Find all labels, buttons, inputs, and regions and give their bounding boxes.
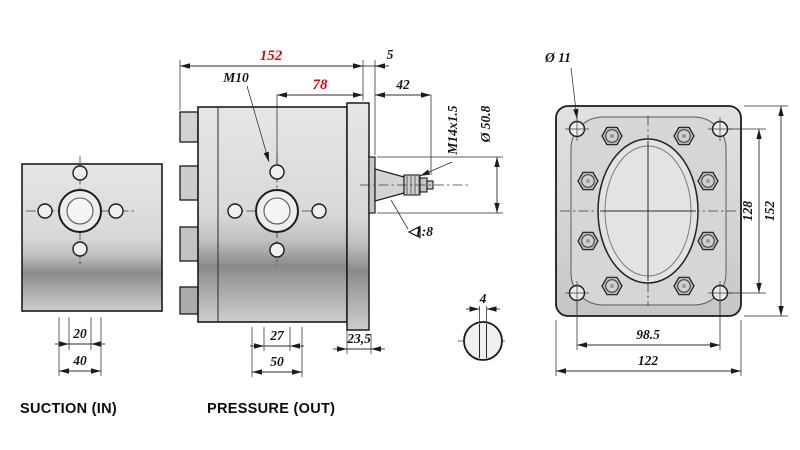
suction-body xyxy=(21,163,163,312)
hex-bolt xyxy=(673,276,695,296)
pressure-view: 152 5 M10 78 42 M14x1.5 xyxy=(179,47,503,417)
pressure-dim-78: 78 xyxy=(276,77,363,164)
hex-bolt xyxy=(577,171,599,191)
pressure-dim-taper: 1:8 xyxy=(390,199,433,239)
hex-bolt xyxy=(601,126,623,146)
suction-view: 20 40 SUCTION (IN) xyxy=(20,156,163,417)
pressure-port-bore xyxy=(263,197,291,225)
suction-view-label: SUCTION (IN) xyxy=(20,401,117,417)
hex-bolt xyxy=(577,231,599,251)
shaft-section-circle xyxy=(463,321,503,361)
dim-m14-label: M14x1.5 xyxy=(445,105,460,155)
dim-152v-label: 152 xyxy=(762,201,777,222)
bolt-hole xyxy=(311,203,327,219)
dim-40-label: 40 xyxy=(72,353,87,368)
taper-symbol-icon xyxy=(407,225,421,239)
dim-152-label: 152 xyxy=(260,48,283,64)
dim-50-label: 50 xyxy=(270,354,284,369)
hex-bolt xyxy=(601,276,623,296)
bolt-hole xyxy=(108,203,124,219)
pressure-view-label: PRESSURE (OUT) xyxy=(207,401,335,417)
bolt-hole xyxy=(269,164,285,180)
flange-view: Ø 11 128 152 98.5 122 xyxy=(544,50,788,376)
bolt-hole xyxy=(37,203,53,219)
flange-dim-152: 152 xyxy=(744,105,788,317)
flange-tab xyxy=(179,226,199,262)
dim-98-5-label: 98.5 xyxy=(636,327,660,342)
flange-tab xyxy=(179,111,199,143)
flange-dim-128: 128 xyxy=(728,128,766,294)
dim-4-label: 4 xyxy=(479,291,487,306)
dim-20-label: 20 xyxy=(72,326,87,341)
dim-27-label: 27 xyxy=(269,328,285,343)
flange-tab xyxy=(179,286,199,315)
hex-bolt xyxy=(673,126,695,146)
pressure-dim-50-8: Ø 50.8 xyxy=(377,105,503,214)
dim-taper-label: 1:8 xyxy=(415,224,433,239)
pressure-dim-27: 27 xyxy=(250,327,304,351)
dim-50-8-label: Ø 50.8 xyxy=(478,105,493,143)
flange-dim-98-5: 98.5 xyxy=(576,302,721,350)
pressure-dim-5: 5 xyxy=(363,47,394,155)
suction-dim-20: 20 xyxy=(55,317,105,350)
dim-m10-label: M10 xyxy=(222,70,249,85)
hex-bolt xyxy=(697,171,719,191)
key-dim-4: 4 xyxy=(466,291,500,323)
flange-dim-11: Ø 11 xyxy=(544,50,579,120)
bolt-hole xyxy=(227,203,243,219)
suction-port-bore xyxy=(66,197,94,225)
suction-dim-40: 40 xyxy=(58,317,102,376)
dim-5-label: 5 xyxy=(387,47,394,62)
bolt-hole xyxy=(72,241,88,257)
hex-bolt xyxy=(697,231,719,251)
dim-23-5-label: 23,5 xyxy=(346,331,371,346)
bolt-hole xyxy=(269,242,285,258)
dim-78-label: 78 xyxy=(313,77,329,93)
pressure-dim-42: 42 xyxy=(375,77,432,175)
pressure-dim-m10: M10 xyxy=(222,70,270,163)
dim-122-label: 122 xyxy=(638,353,659,368)
shaft-key-section-view: 4 xyxy=(458,291,508,361)
drive-shaft xyxy=(360,156,470,214)
pressure-dim-23-5: 23,5 xyxy=(333,326,385,354)
pressure-dim-m14: M14x1.5 xyxy=(419,105,460,177)
flange-dim-122: 122 xyxy=(555,320,742,376)
dim-42-label: 42 xyxy=(395,77,410,92)
dim-128-label: 128 xyxy=(740,201,755,222)
pressure-dim-152: 152 xyxy=(179,48,364,110)
rear-cover xyxy=(346,102,370,331)
pressure-dim-50: 50 xyxy=(251,327,303,377)
bolt-hole xyxy=(72,165,88,181)
dim-11-label: Ø 11 xyxy=(544,50,571,65)
flange-tab xyxy=(179,165,199,201)
